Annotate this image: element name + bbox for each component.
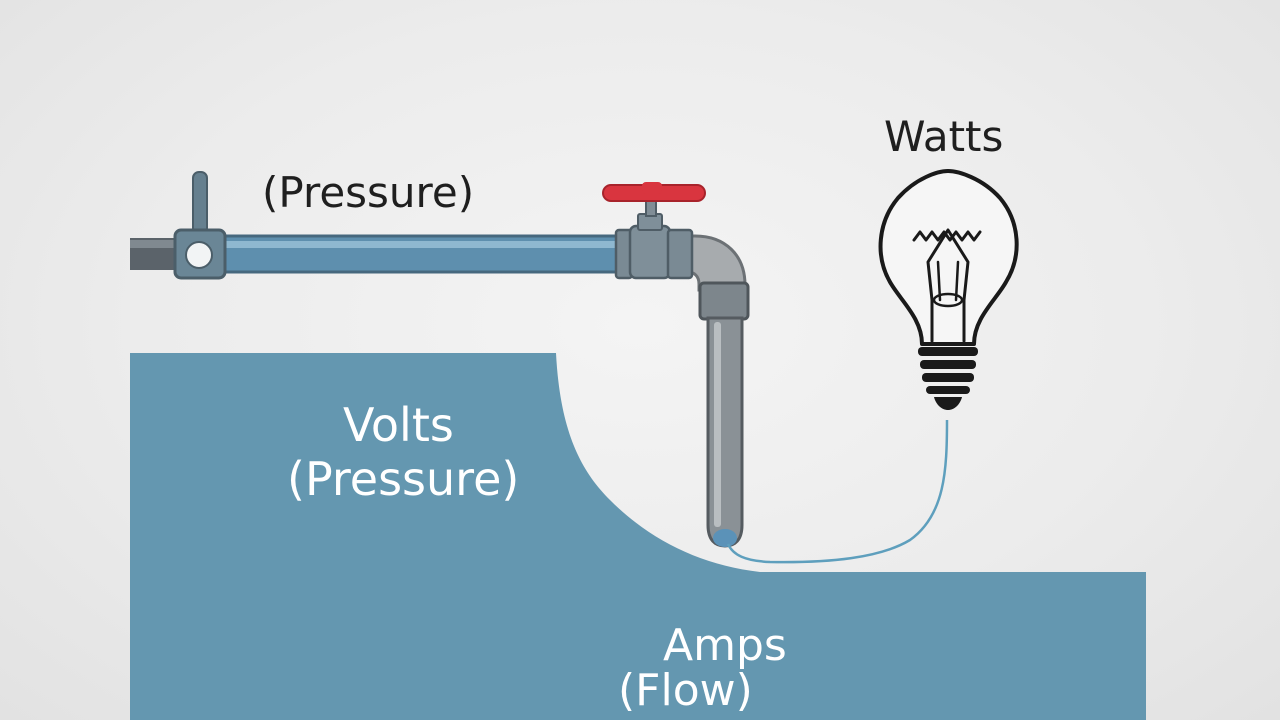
- light-bulb-icon: [878, 169, 1019, 346]
- amps-flow-label: (Flow): [618, 665, 753, 716]
- watts-label: Watts: [884, 112, 1004, 161]
- volts-label: Volts: [343, 398, 454, 452]
- valve: [602, 182, 706, 280]
- connecting-wire: [726, 419, 949, 564]
- light-bulb-base: [918, 347, 978, 410]
- water-drop: [713, 529, 737, 547]
- volts-pressure-label: (Pressure): [287, 452, 520, 506]
- water-reservoir: [130, 353, 1146, 720]
- pipe-pressure-label: (Pressure): [262, 168, 475, 217]
- amps-label: Amps: [663, 620, 787, 671]
- vertical-pipe: [706, 316, 744, 548]
- pressure-gauge-fitting: [173, 171, 227, 280]
- pipe-coupling: [698, 281, 750, 321]
